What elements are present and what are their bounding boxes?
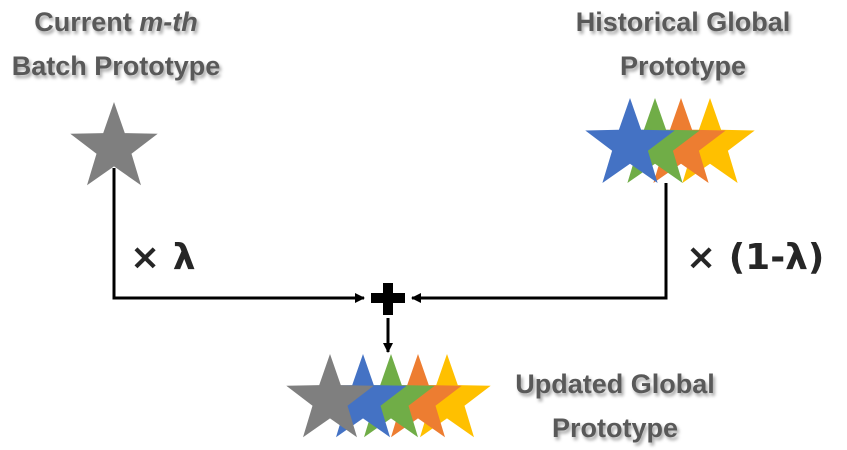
current-batch-prototype-label: Current m-th Batch Prototype [0, 0, 232, 88]
historical-label-line1: Historical Global [575, 7, 791, 37]
historical-star-stack-icon [585, 98, 755, 183]
historical-global-prototype-label: Historical Global Prototype [548, 0, 818, 88]
updated-label-line1: Updated Global [515, 369, 715, 399]
lambda-factor-label: × λ [130, 237, 196, 278]
plus-icon [371, 283, 405, 315]
updated-star-stack-icon [286, 354, 491, 438]
left-connector-line [112, 168, 365, 303]
one-minus-lambda-factor-label: × (1-λ) [686, 237, 825, 278]
updated-label-line2: Prototype [551, 413, 678, 443]
m-th-text: m-th [139, 7, 198, 37]
blue-star-icon [585, 98, 675, 183]
blue-star-icon [319, 354, 407, 438]
current-batch-label-line1: Current m-th [0, 0, 232, 44]
right-connector-line [411, 183, 668, 303]
updated-global-prototype-label: Updated Global Prototype [498, 362, 732, 450]
gray-star-icon [286, 354, 374, 438]
gray-star-icon [70, 102, 158, 186]
current-prefix-text: Current [34, 7, 140, 37]
historical-label-line2: Prototype [619, 51, 746, 81]
current-batch-label-line2: Batch Prototype [11, 51, 221, 81]
gray-star-icon [70, 102, 158, 186]
